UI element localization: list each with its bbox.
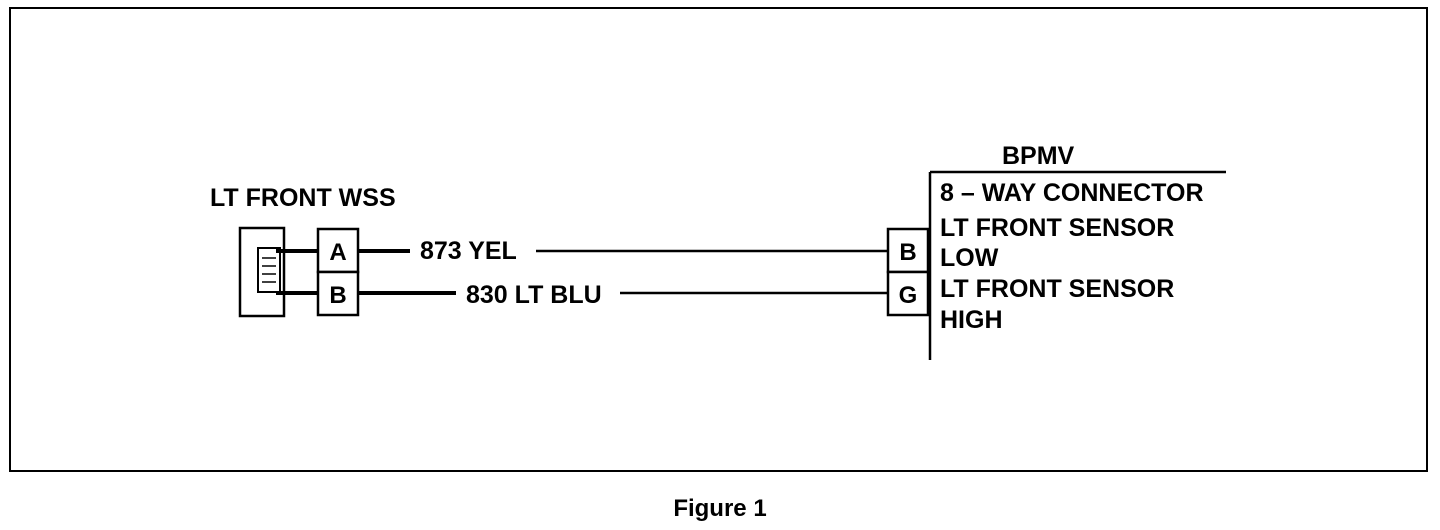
wss-pin-b: B: [316, 270, 360, 317]
wss-sensor: [238, 226, 318, 318]
wire-873-yel: 873 YEL: [358, 237, 888, 265]
wss-sensor-coil: [257, 247, 281, 293]
wire-830-lt-blu: 830 LT BLU: [358, 281, 888, 309]
bpmv-module: [928, 170, 1226, 360]
figure-caption: Figure 1: [673, 495, 767, 522]
wire-830-lt-blu-label: 830 LT BLU: [466, 281, 602, 309]
wss-coil-turns: [262, 257, 276, 283]
wss-pin-a: A: [316, 227, 360, 274]
wss-title: LT FRONT WSS: [210, 184, 396, 212]
bpmv-circuit-high-line1: LT FRONT SENSOR: [940, 275, 1174, 303]
bpmv-circuit-low-line1: LT FRONT SENSOR: [940, 214, 1174, 242]
bpmv-pin-b-label: B: [899, 239, 916, 266]
wss-pin-a-label: A: [329, 239, 346, 266]
wss-pin-b-label: B: [329, 282, 346, 309]
bpmv-pin-g: G: [886, 270, 930, 317]
wire-873-yel-label: 873 YEL: [420, 237, 517, 265]
bpmv-circuit-low-line2: LOW: [940, 244, 999, 272]
wss-sensor-body: [238, 226, 286, 318]
bpmv-pin-b: B: [886, 227, 930, 274]
bpmv-connector-label: 8 – WAY CONNECTOR: [940, 179, 1204, 207]
diagram-frame: [9, 7, 1428, 472]
bpmv-circuit-high-line2: HIGH: [940, 306, 1003, 334]
bpmv-pin-g-label: G: [899, 282, 918, 309]
bpmv-title: BPMV: [1002, 142, 1075, 170]
